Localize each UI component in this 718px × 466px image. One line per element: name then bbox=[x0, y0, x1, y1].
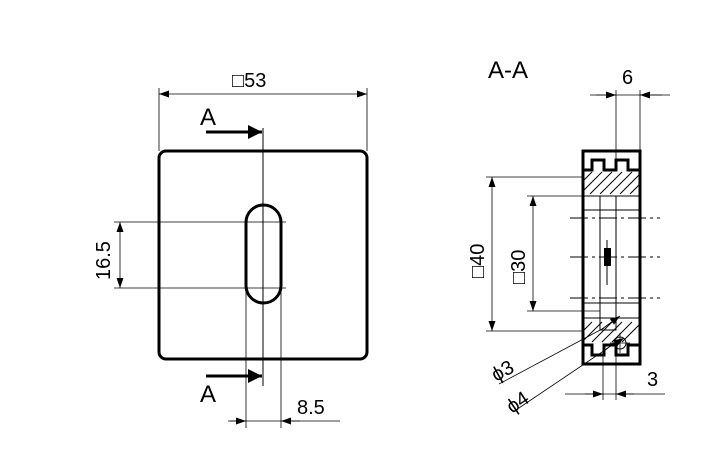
depth-label: 6 bbox=[622, 67, 633, 89]
hatch-lower bbox=[583, 321, 640, 343]
hole-large-label: ϕ4 bbox=[502, 387, 533, 418]
inner-label: □30 bbox=[508, 250, 530, 284]
front-view: □53 16.5 8.5 A A bbox=[93, 70, 369, 428]
outer-label: □40 bbox=[467, 244, 489, 278]
width-label: □53 bbox=[232, 70, 266, 92]
section-view: A-A bbox=[467, 57, 670, 418]
section-label-bottom: A bbox=[200, 381, 216, 408]
hole-small-label: ϕ3 bbox=[488, 356, 518, 386]
section-body-outline bbox=[581, 149, 642, 366]
hole-small-arrow bbox=[601, 315, 621, 330]
slot-width-label: 8.5 bbox=[297, 397, 325, 419]
step-label: 3 bbox=[647, 369, 658, 391]
hole-large-leader bbox=[512, 347, 609, 413]
slot-length-label: 16.5 bbox=[93, 241, 115, 280]
section-label-top: A bbox=[200, 104, 216, 131]
section-title: A-A bbox=[488, 57, 528, 84]
hatch-upper bbox=[583, 171, 640, 195]
hole-small-leader bbox=[498, 327, 605, 385]
hole-large-arrow bbox=[605, 337, 625, 350]
bottom-clip bbox=[581, 343, 640, 364]
top-clip bbox=[581, 151, 640, 172]
